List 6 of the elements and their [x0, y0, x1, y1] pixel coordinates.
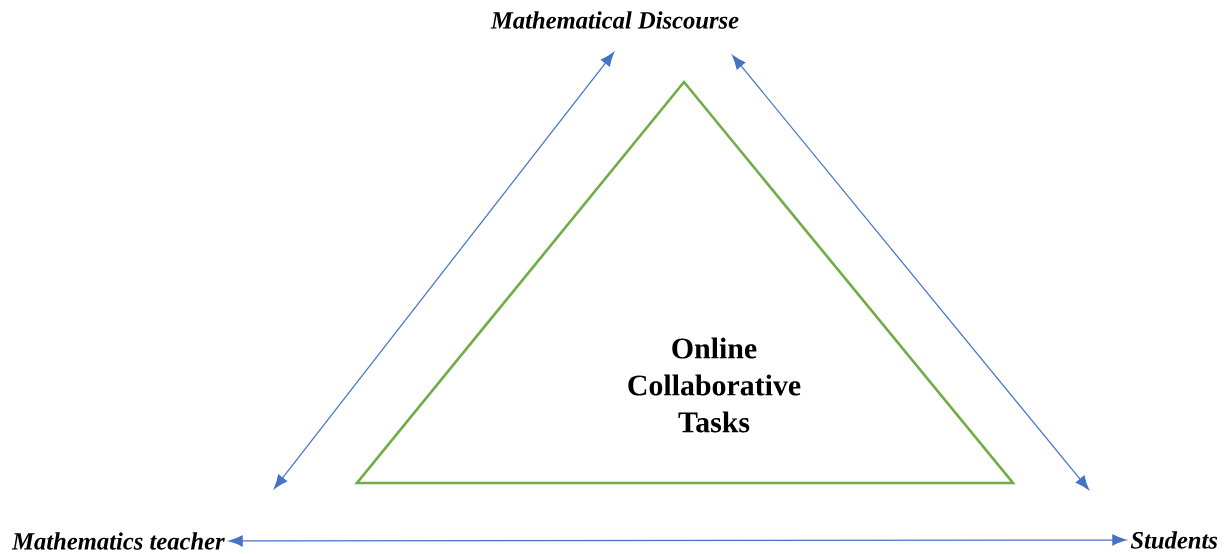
axis-label: Mathematical Discourse: [490, 11, 739, 29]
axis-label: Mathematics teacher: [11, 532, 225, 550]
double-arrow: [228, 534, 1127, 547]
double-arrow: [732, 55, 1089, 490]
double-arrow: [273, 52, 615, 489]
axis-label: Students: [1130, 531, 1218, 549]
